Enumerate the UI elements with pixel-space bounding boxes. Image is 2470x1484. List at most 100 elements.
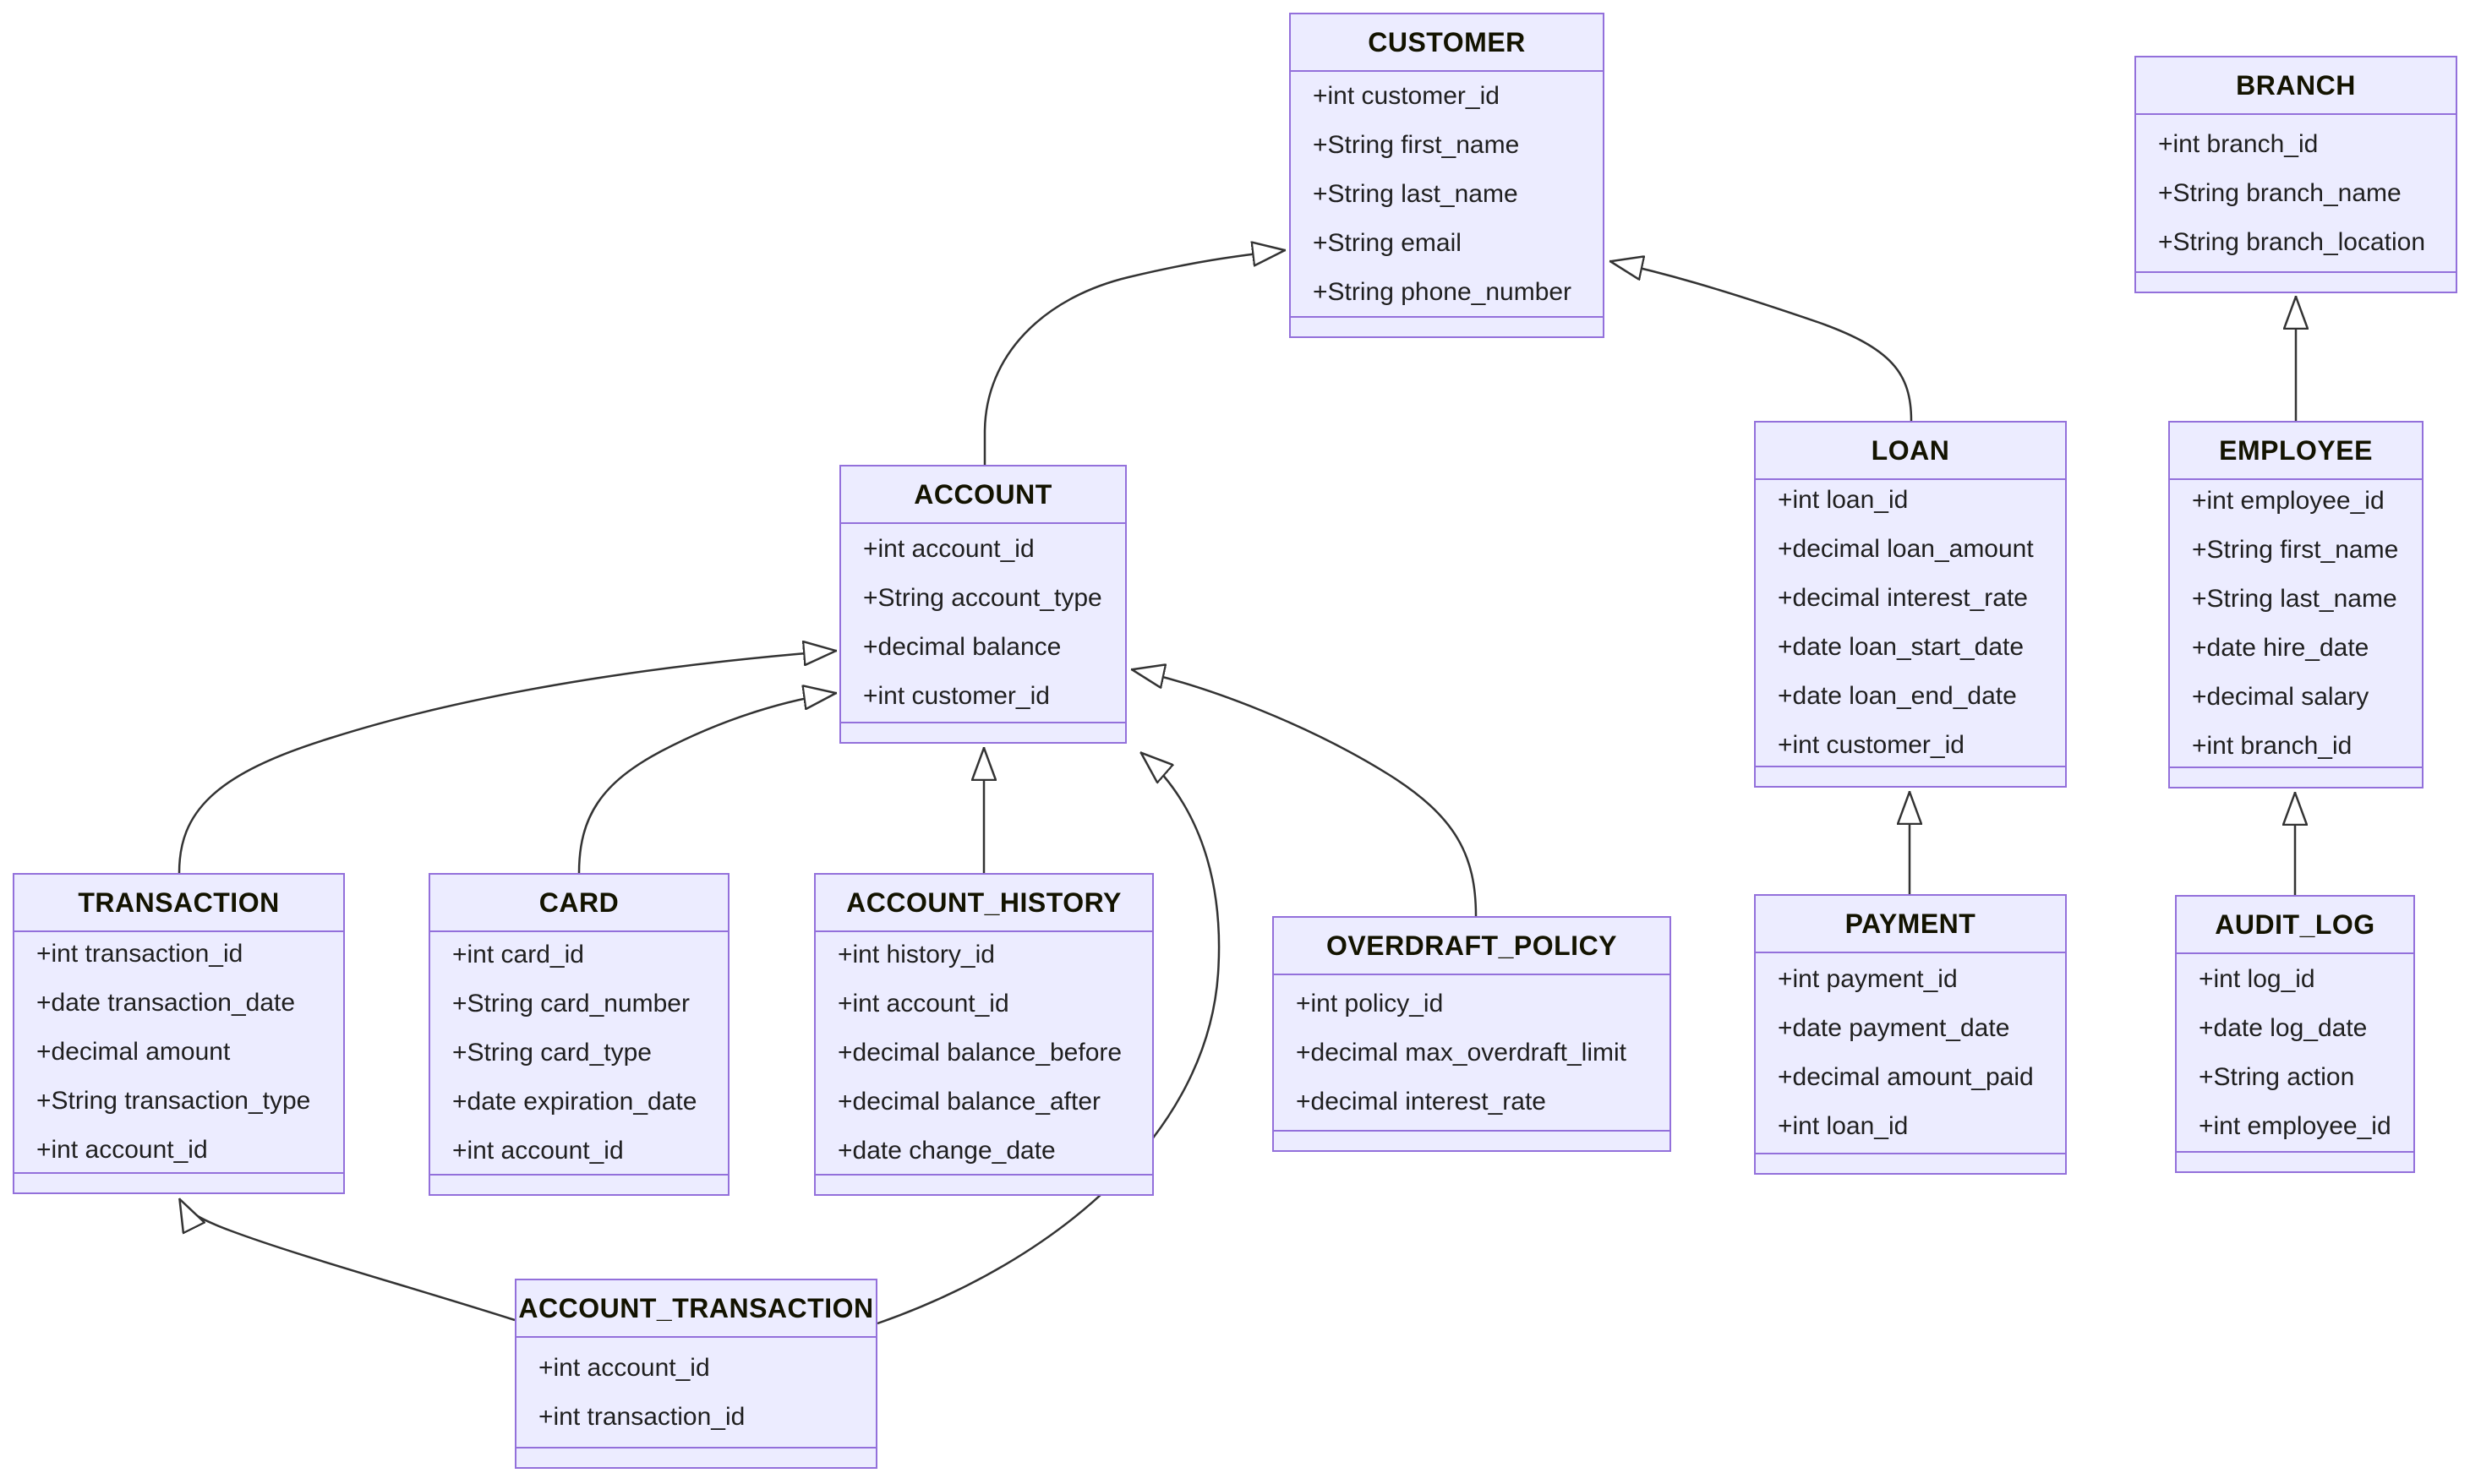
class-attribute: +String last_name	[1313, 179, 1518, 208]
class-loan-attributes: +int loan_id +decimal loan_amount +decim…	[1756, 480, 2065, 766]
class-attribute: +int payment_id	[1778, 965, 1958, 993]
class-account-history-methods-empty	[816, 1174, 1152, 1194]
class-attribute: +date payment_date	[1778, 1014, 2010, 1042]
class-card: CARD +int card_id +String card_number +S…	[429, 873, 730, 1196]
class-attribute: +int log_id	[2199, 964, 2315, 993]
class-attribute: +decimal salary	[2192, 682, 2369, 711]
class-employee-methods-empty	[2170, 767, 2422, 787]
class-attribute: +int branch_id	[2158, 129, 2319, 158]
class-attribute: +int employee_id	[2192, 486, 2385, 515]
class-audit-log-methods-empty	[2177, 1151, 2413, 1171]
class-overdraft-policy-title: OVERDRAFT_POLICY	[1274, 918, 1669, 975]
class-attribute: +date loan_end_date	[1778, 682, 2017, 710]
class-attribute: +int loan_id	[1778, 1112, 1909, 1140]
class-branch-attributes: +int branch_id +String branch_name +Stri…	[2136, 115, 2456, 271]
class-account-history-attributes: +int history_id +int account_id +decimal…	[816, 932, 1152, 1174]
class-transaction: TRANSACTION +int transaction_id +date tr…	[13, 873, 345, 1194]
class-attribute: +String last_name	[2192, 584, 2397, 613]
class-attribute: +decimal interest_rate	[1296, 1087, 1546, 1116]
class-attribute: +String account_type	[863, 584, 1102, 612]
class-attribute: +String first_name	[2192, 535, 2399, 564]
class-attribute: +int card_id	[452, 941, 584, 968]
class-payment-methods-empty	[1756, 1153, 2065, 1173]
class-attribute: +int loan_id	[1778, 486, 1909, 514]
class-attribute: +int account_id	[36, 1136, 208, 1164]
class-employee-attributes: +int employee_id +String first_name +Str…	[2170, 480, 2422, 767]
class-attribute: +String transaction_type	[36, 1087, 311, 1115]
class-payment-attributes: +int payment_id +date payment_date +deci…	[1756, 953, 2065, 1153]
class-attribute: +decimal loan_amount	[1778, 535, 2034, 563]
class-transaction-title: TRANSACTION	[14, 875, 343, 932]
class-account-history-title: ACCOUNT_HISTORY	[816, 875, 1152, 932]
class-attribute: +String branch_location	[2158, 227, 2426, 256]
class-overdraft-policy-methods-empty	[1274, 1130, 1669, 1150]
edge-transaction-to-account	[178, 651, 837, 874]
class-payment: PAYMENT +int payment_id +date payment_da…	[1754, 894, 2067, 1175]
class-attribute: +int customer_id	[1778, 731, 1965, 759]
class-attribute: +date log_date	[2199, 1013, 2368, 1042]
class-customer-title: CUSTOMER	[1291, 14, 1603, 72]
class-transaction-methods-empty	[14, 1172, 343, 1192]
class-attribute: +String first_name	[1313, 130, 1520, 159]
class-attribute: +int customer_id	[863, 682, 1050, 710]
class-attribute: +decimal amount_paid	[1778, 1063, 2034, 1091]
class-branch: BRANCH +int branch_id +String branch_nam…	[2134, 56, 2457, 293]
class-account-history: ACCOUNT_HISTORY +int history_id +int acc…	[814, 873, 1154, 1196]
class-attribute: +String email	[1313, 228, 1462, 257]
class-attribute: +int transaction_id	[538, 1402, 746, 1431]
class-attribute: +date transaction_date	[36, 989, 296, 1017]
class-attribute: +date change_date	[838, 1137, 1056, 1165]
class-attribute: +date loan_start_date	[1778, 633, 2025, 661]
class-account-transaction-attributes: +int account_id +int transaction_id	[516, 1338, 876, 1447]
class-branch-title: BRANCH	[2136, 57, 2456, 115]
class-customer-methods-empty	[1291, 316, 1603, 336]
class-employee-title: EMPLOYEE	[2170, 423, 2422, 480]
class-card-attributes: +int card_id +String card_number +String…	[430, 932, 728, 1174]
class-audit-log-title: AUDIT_LOG	[2177, 897, 2413, 954]
class-attribute: +decimal balance_before	[838, 1039, 1123, 1067]
class-loan-methods-empty	[1756, 766, 2065, 786]
class-attribute: +decimal max_overdraft_limit	[1296, 1038, 1626, 1067]
class-account: ACCOUNT +int account_id +String account_…	[839, 465, 1127, 744]
class-account-title: ACCOUNT	[841, 466, 1125, 524]
class-attribute: +date hire_date	[2192, 633, 2369, 662]
class-attribute: +String phone_number	[1313, 277, 1572, 306]
class-payment-title: PAYMENT	[1756, 896, 2065, 953]
class-account-transaction-title: ACCOUNT_TRANSACTION	[516, 1280, 876, 1338]
edge-account-to-customer	[983, 250, 1286, 465]
class-overdraft-policy: OVERDRAFT_POLICY +int policy_id +decimal…	[1272, 916, 1671, 1152]
edge-account-transaction-to-account	[877, 752, 1221, 1325]
class-attribute: +int customer_id	[1313, 81, 1500, 110]
class-customer: CUSTOMER +int customer_id +String first_…	[1289, 13, 1604, 338]
class-branch-methods-empty	[2136, 271, 2456, 292]
class-card-methods-empty	[430, 1174, 728, 1194]
class-account-transaction: ACCOUNT_TRANSACTION +int account_id +int…	[515, 1279, 877, 1469]
class-account-methods-empty	[841, 722, 1125, 742]
class-card-title: CARD	[430, 875, 728, 932]
edge-account-transaction-to-transaction	[179, 1198, 516, 1322]
edge-card-to-account	[577, 693, 837, 874]
class-attribute: +int policy_id	[1296, 989, 1444, 1018]
class-account-transaction-methods-empty	[516, 1447, 876, 1467]
class-attribute: +int account_id	[838, 990, 1009, 1018]
class-attribute: +int branch_id	[2192, 731, 2353, 760]
class-attribute: +int account_id	[538, 1353, 710, 1382]
class-attribute: +int transaction_id	[36, 940, 243, 968]
class-attribute: +String branch_name	[2158, 178, 2402, 207]
class-loan: LOAN +int loan_id +decimal loan_amount +…	[1754, 421, 2067, 788]
class-attribute: +int employee_id	[2199, 1111, 2391, 1140]
class-attribute: +decimal balance_after	[838, 1088, 1101, 1116]
class-account-attributes: +int account_id +String account_type +de…	[841, 524, 1125, 722]
class-overdraft-policy-attributes: +int policy_id +decimal max_overdraft_li…	[1274, 975, 1669, 1130]
edge-overdraft-policy-to-account	[1131, 669, 1478, 917]
class-employee: EMPLOYEE +int employee_id +String first_…	[2168, 421, 2424, 788]
class-attribute: +String card_type	[452, 1039, 652, 1067]
class-transaction-attributes: +int transaction_id +date transaction_da…	[14, 932, 343, 1172]
class-customer-attributes: +int customer_id +String first_name +Str…	[1291, 72, 1603, 316]
class-attribute: +String action	[2199, 1062, 2355, 1091]
class-attribute: +decimal interest_rate	[1778, 584, 2028, 612]
class-audit-log-attributes: +int log_id +date log_date +String actio…	[2177, 954, 2413, 1151]
class-loan-title: LOAN	[1756, 423, 2065, 480]
